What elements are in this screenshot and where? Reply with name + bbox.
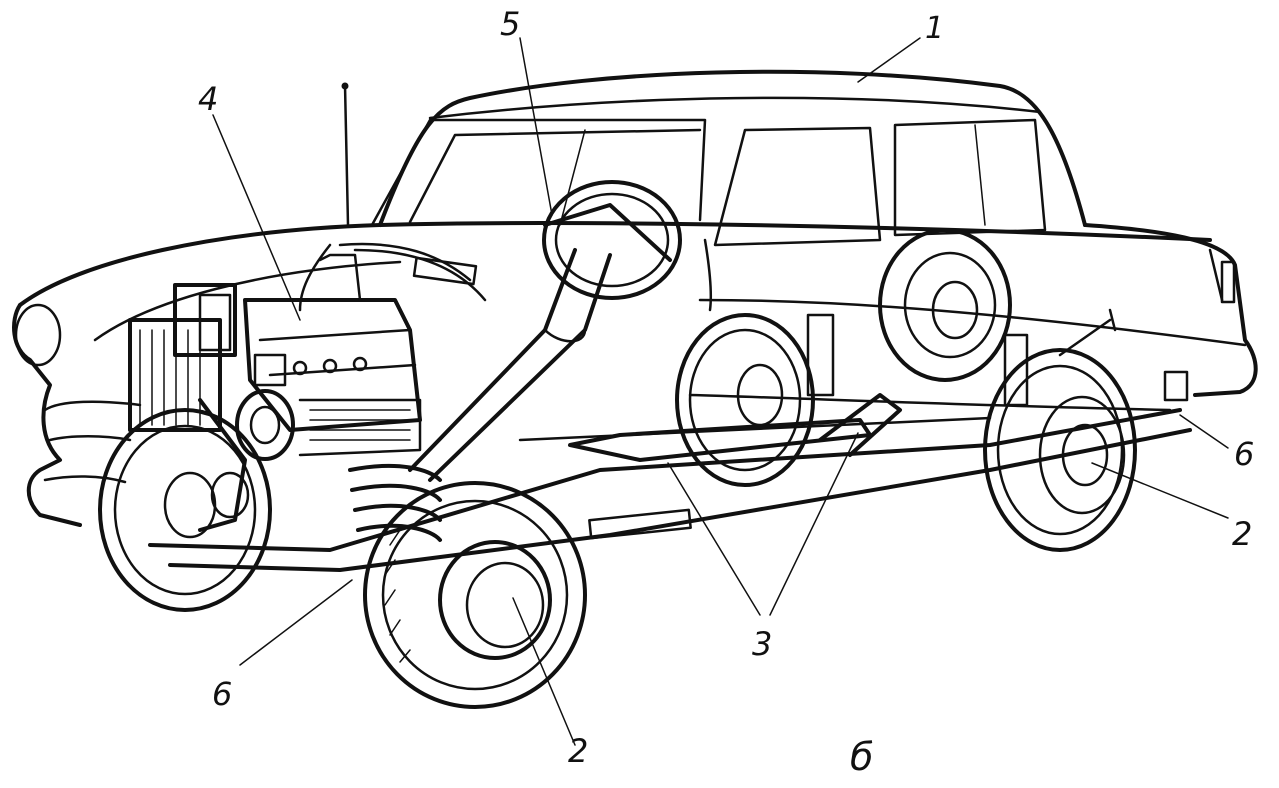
leader-lines [212,37,1229,746]
frame [148,308,1192,572]
front-right-wheel [348,463,587,709]
steering-assembly [408,180,682,482]
callout-labels: 1 2 2 3 4 5 6 6 б [198,5,1254,779]
rear-right-wheel [983,348,1137,552]
rear-left-wheel [675,313,815,487]
callout-2-front: 2 [568,732,588,770]
callout-2-rear: 2 [1232,515,1252,553]
callout-6-front: 6 [212,675,232,713]
callout-4: 4 [198,80,218,118]
panel-label: б [850,735,873,779]
callout-5: 5 [500,5,520,43]
callout-1: 1 [925,11,944,46]
front-left-wheel [98,408,272,612]
callout-6-rear: 6 [1234,435,1254,473]
spare-tire [878,228,1012,382]
callout-3: 3 [752,625,772,663]
engine [128,242,487,532]
